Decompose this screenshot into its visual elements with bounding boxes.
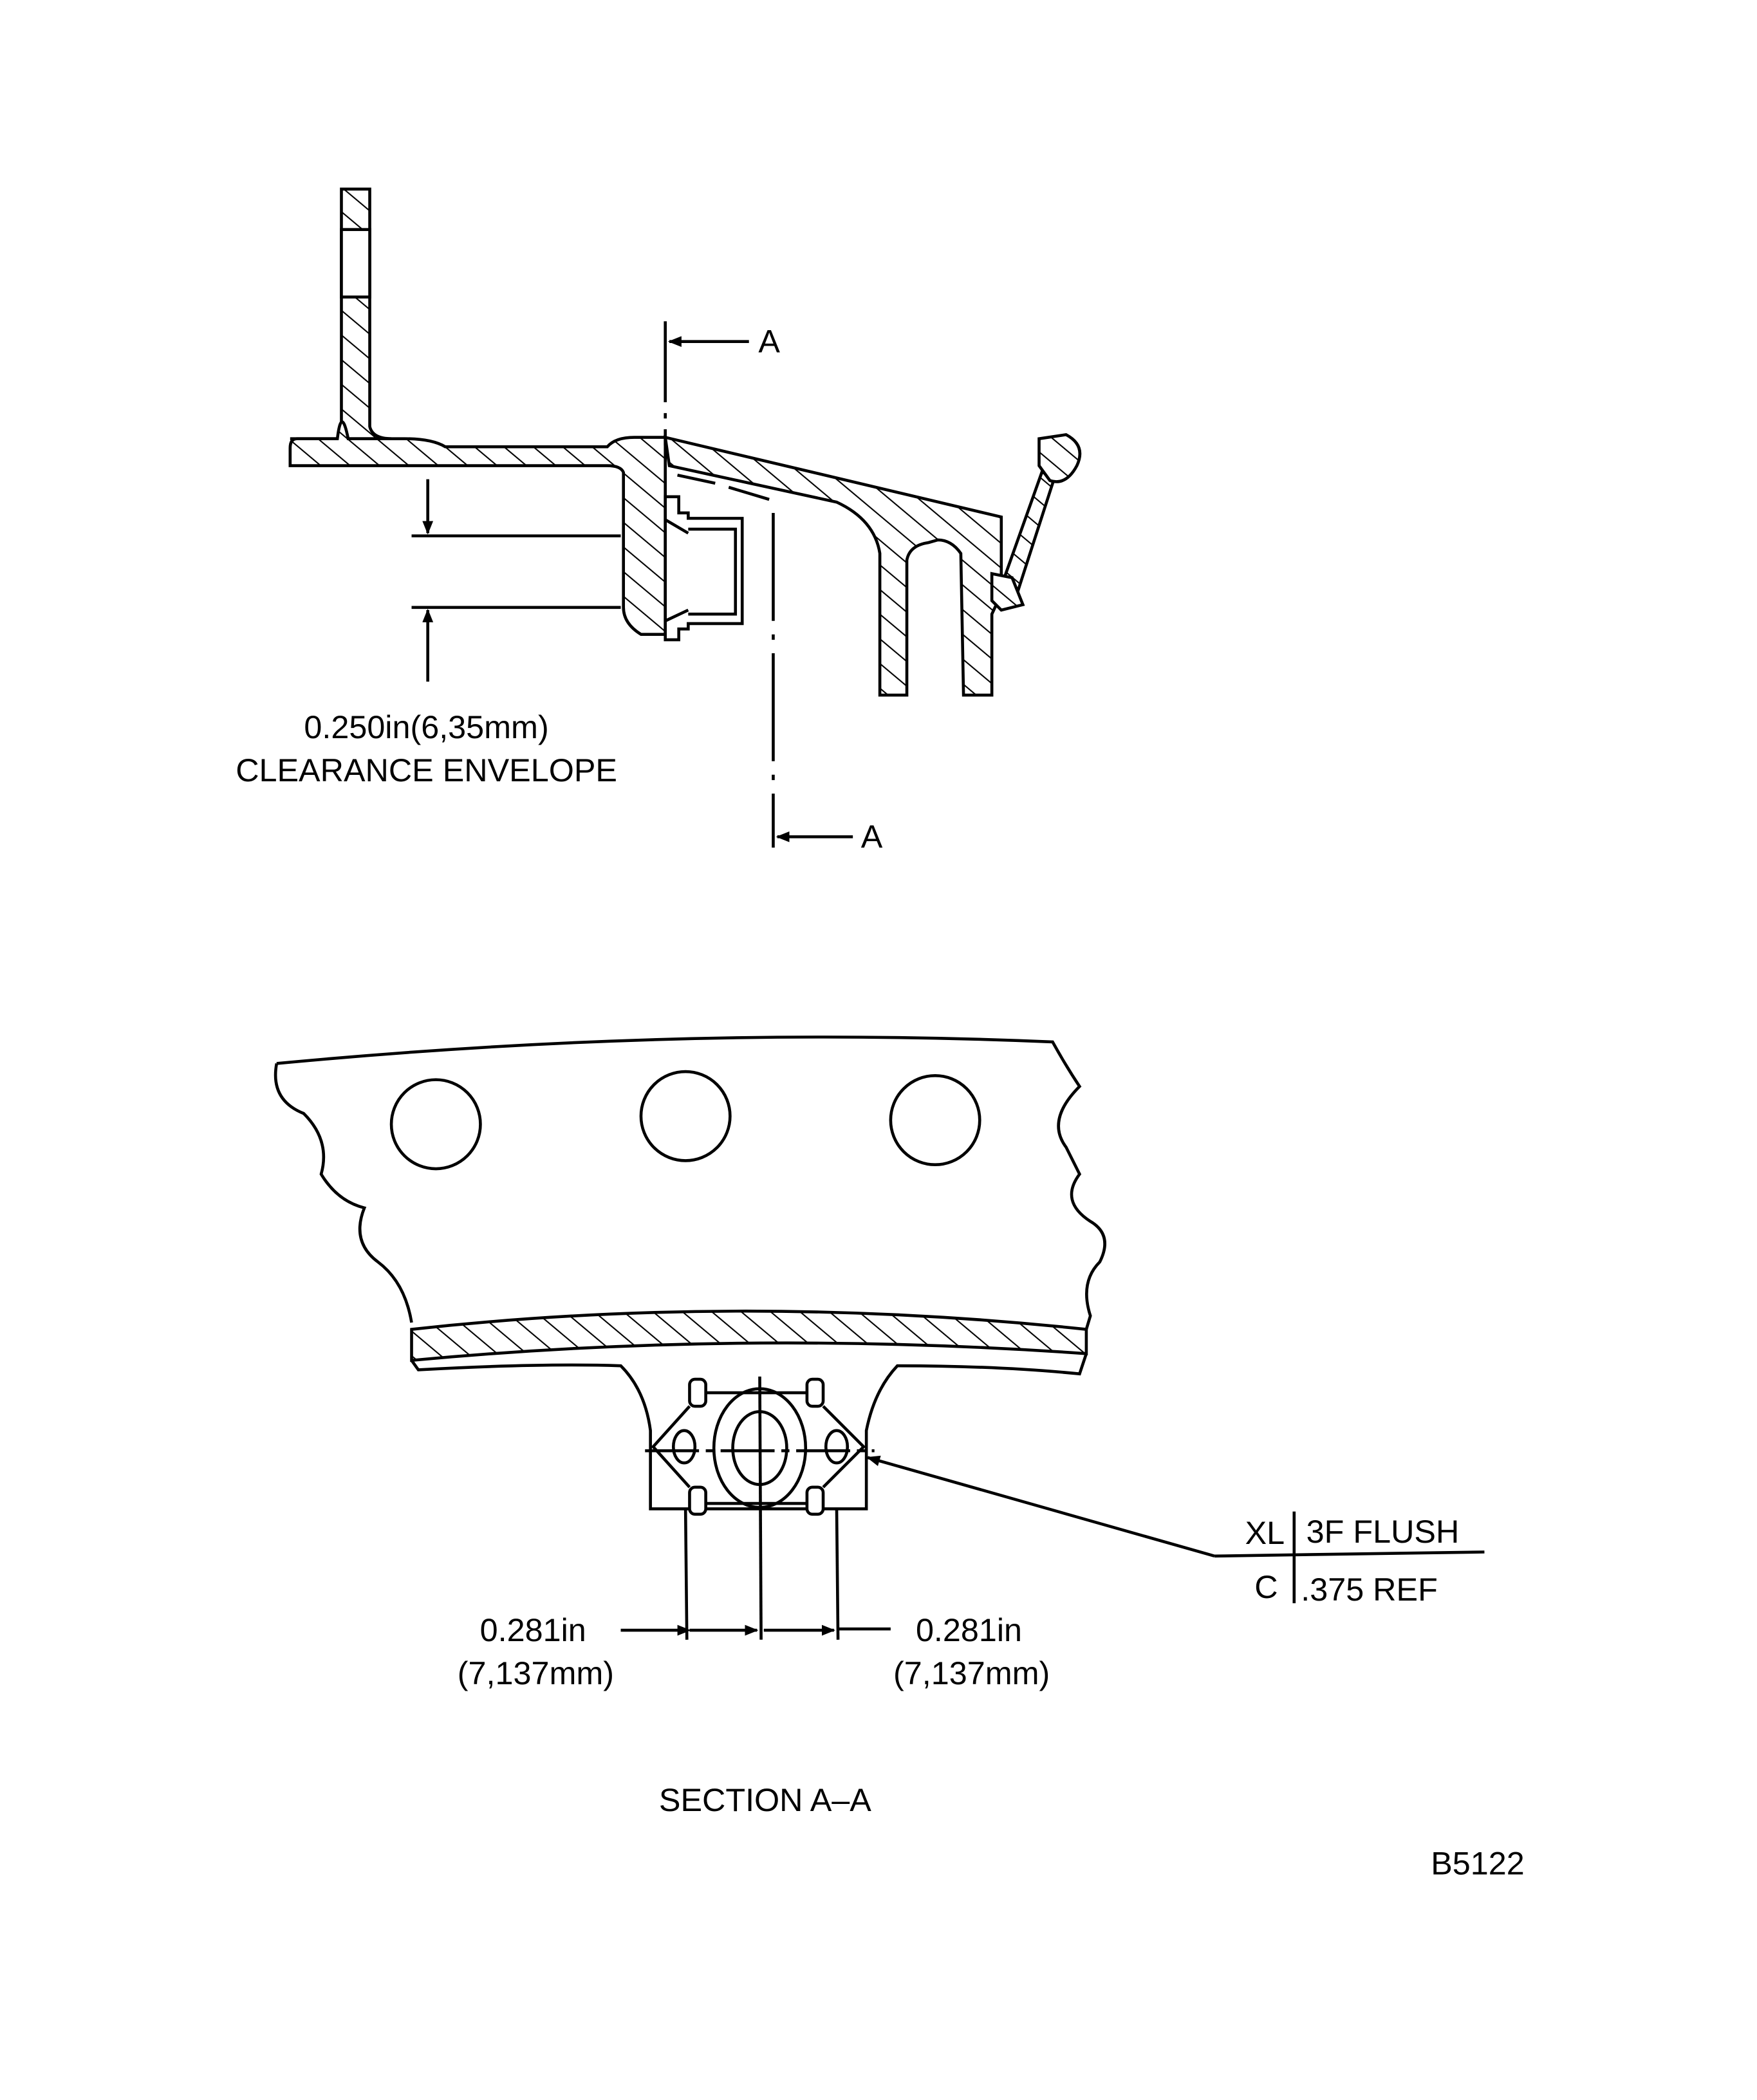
flange-cutout bbox=[340, 228, 371, 299]
boss-hole-left bbox=[671, 1429, 697, 1465]
callout-c: C bbox=[1254, 1568, 1278, 1605]
casing-outline bbox=[274, 1036, 1106, 1330]
wall-bottom-and-boss bbox=[410, 1353, 1088, 1510]
section-a-a: 0.281in (7,137mm) 0.281in (7,137mm) XL 3… bbox=[274, 1036, 1485, 1818]
extension-line-left bbox=[683, 1509, 689, 1640]
extension-line-right bbox=[835, 1509, 840, 1640]
dim-right-in: 0.281in bbox=[916, 1612, 1022, 1648]
section-marker-top: A bbox=[758, 322, 780, 359]
section-line-dashed bbox=[677, 474, 770, 501]
casing-hole-right bbox=[889, 1074, 981, 1167]
callout-leader bbox=[866, 1455, 1215, 1558]
dim-left-in: 0.281in bbox=[480, 1612, 586, 1648]
seal-tip bbox=[1037, 432, 1082, 483]
dim-left-mm: (7,137mm) bbox=[458, 1655, 614, 1691]
boss-lug-tr bbox=[805, 1377, 825, 1408]
sloped-shroud bbox=[663, 435, 1003, 697]
dim-right-mm: (7,137mm) bbox=[893, 1655, 1050, 1691]
callout-3f-flush: 3F FLUSH bbox=[1306, 1513, 1460, 1550]
fastener-detail bbox=[664, 518, 738, 622]
boss-outline bbox=[651, 1391, 866, 1505]
section-marker-bottom: A bbox=[861, 818, 883, 855]
fastener bbox=[664, 495, 744, 642]
boss-lug-bl bbox=[688, 1485, 707, 1516]
figure-id: B5122 bbox=[1431, 1845, 1524, 1882]
section-title: SECTION A–A bbox=[659, 1781, 871, 1818]
callout-underline bbox=[1214, 1550, 1485, 1558]
casing-hole-left bbox=[389, 1078, 482, 1171]
casing-hole-center bbox=[639, 1070, 732, 1162]
upper-cross-section: A A 0.250in(6,35mm) CLEARANCE ENVELOPE bbox=[236, 187, 1082, 855]
callout-375-ref: .375 REF bbox=[1301, 1571, 1438, 1608]
boss-lug-br bbox=[805, 1485, 825, 1516]
horizontal-plate bbox=[288, 420, 667, 636]
boss-hole-right bbox=[824, 1429, 850, 1465]
clearance-dimension: 0.250in(6,35mm) bbox=[304, 709, 548, 745]
arm-root bbox=[990, 571, 1025, 612]
boss-lug-tl bbox=[688, 1377, 707, 1408]
extension-line-center bbox=[758, 1376, 763, 1640]
hatched-wall bbox=[410, 1309, 1088, 1362]
callout-xl: XL bbox=[1245, 1514, 1285, 1551]
clearance-label: CLEARANCE ENVELOPE bbox=[236, 752, 617, 788]
vertical-flange bbox=[290, 187, 392, 440]
